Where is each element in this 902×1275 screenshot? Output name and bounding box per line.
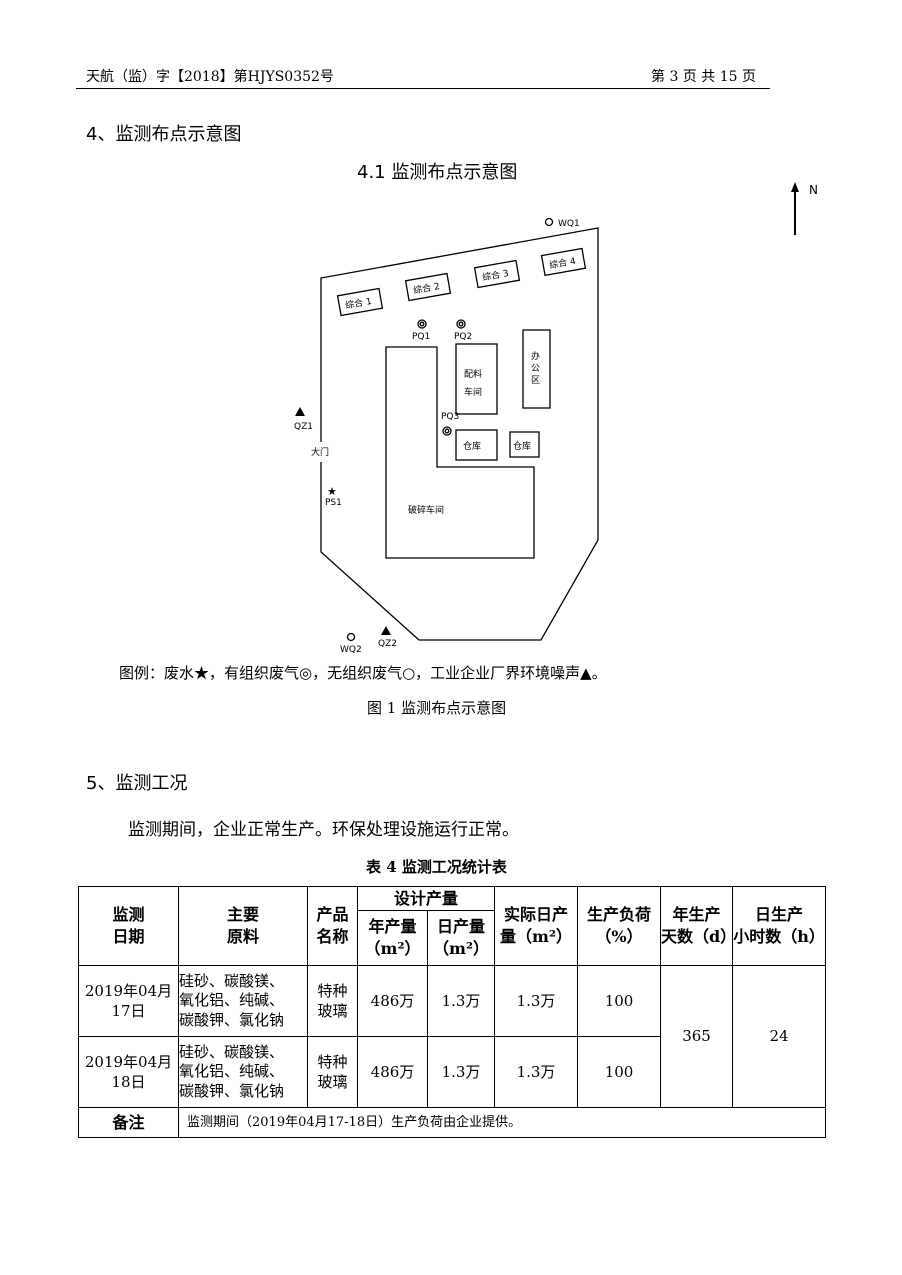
annual-days: 365 [660,965,734,1108]
office-label-3: 区 [531,375,540,386]
header-date: 监测日期 [78,886,179,966]
building-z3 [473,259,521,289]
header-daily: 日产量（m²） [426,910,496,966]
header-design-capacity: 设计产量 [356,886,496,911]
monitoring-layout-diagram: ★ N 综合 1 综合 2 综合 3 综合 4 配料 车间 办 公 区 仓库 仓… [294,182,818,655]
batching-label-2: 车间 [464,386,482,398]
warehouse-1 [455,429,498,461]
north-label: N [809,183,818,197]
pq1-marker [417,319,427,329]
header-product: 产品名称 [307,886,358,966]
north-arrow-head [791,182,799,192]
header-hours: 日生产小时数（h） [732,886,827,966]
table-title: 表 4 监测工况统计表 [366,858,507,876]
building-z4-label: 综合 4 [548,255,577,271]
section-5-paragraph: 监测期间，企业正常生产。环保处理设施运行正常。 [128,820,519,840]
office-label-1: 办 [531,350,540,362]
building-z2 [404,272,452,302]
pq2-label: PQ2 [454,332,472,342]
building-z3-label: 综合 3 [481,267,509,283]
qz1-marker [295,407,305,416]
daily-hours: 24 [732,965,827,1108]
site-boundary [320,227,599,641]
ps1-marker: ★ [327,485,337,498]
wq2-marker [346,632,356,642]
warehouse-1-label: 仓库 [463,440,481,452]
header-rule [76,88,770,89]
building-z1-label: 综合 1 [344,295,372,311]
qz2-marker [381,626,391,635]
header-actual: 实际日产量（m²） [494,886,579,966]
section-4-title: 4、监测布点示意图 [86,124,242,145]
building-z2-label: 综合 2 [412,280,440,296]
warehouse-2-label: 仓库 [513,440,531,452]
section-5-title: 5、监测工况 [86,773,188,794]
header-annual: 年产量（m²） [357,910,428,966]
pq3-label: PQ3 [441,412,459,422]
wq2-label: WQ2 [340,645,362,655]
header-load: 生产负荷（%） [577,886,662,966]
figure-caption: 图 1 监测布点示意图 [367,699,507,717]
operating-conditions-table: 监测日期 主要原料 产品名称 设计产量 实际日产量（m²） 生产负荷（%） 年生… [78,886,827,1138]
document-number: 天航（监）字【2018】第HJYS0352号 [86,69,334,85]
qz1-label: QZ1 [294,422,313,432]
header-material: 主要原料 [178,886,308,966]
warehouse-2 [509,431,540,458]
crush-workshop-outline [385,346,535,559]
building-z4 [540,247,587,277]
batching-workshop [455,343,498,415]
office-area [522,329,551,409]
wq1-marker [544,217,554,227]
qz2-label: QZ2 [378,639,397,649]
page-number: 第 3 页 共 15 页 [651,69,756,85]
diagram-legend: 图例：废水★，有组织废气◎，无组织废气○，工业企业厂界环境噪声▲。 [119,664,607,682]
table-note-row: 备注 监测期间（2019年04月17-18日）生产负荷由企业提供。 [78,1107,827,1138]
crush-workshop-label: 破碎车间 [408,504,444,516]
pq2-marker [456,319,466,329]
gate-label: 大门 [311,446,329,458]
wq1-label: WQ1 [558,219,580,229]
batching-label-1: 配料 [464,368,482,380]
building-z1 [336,287,384,317]
ps1-label: PS1 [325,498,342,508]
pq3-marker [442,426,452,436]
figure-title: 4.1 监测布点示意图 [357,162,518,183]
header-days: 年生产天数（d） [660,886,736,966]
pq1-label: PQ1 [412,332,430,342]
office-label-2: 公 [531,363,540,374]
